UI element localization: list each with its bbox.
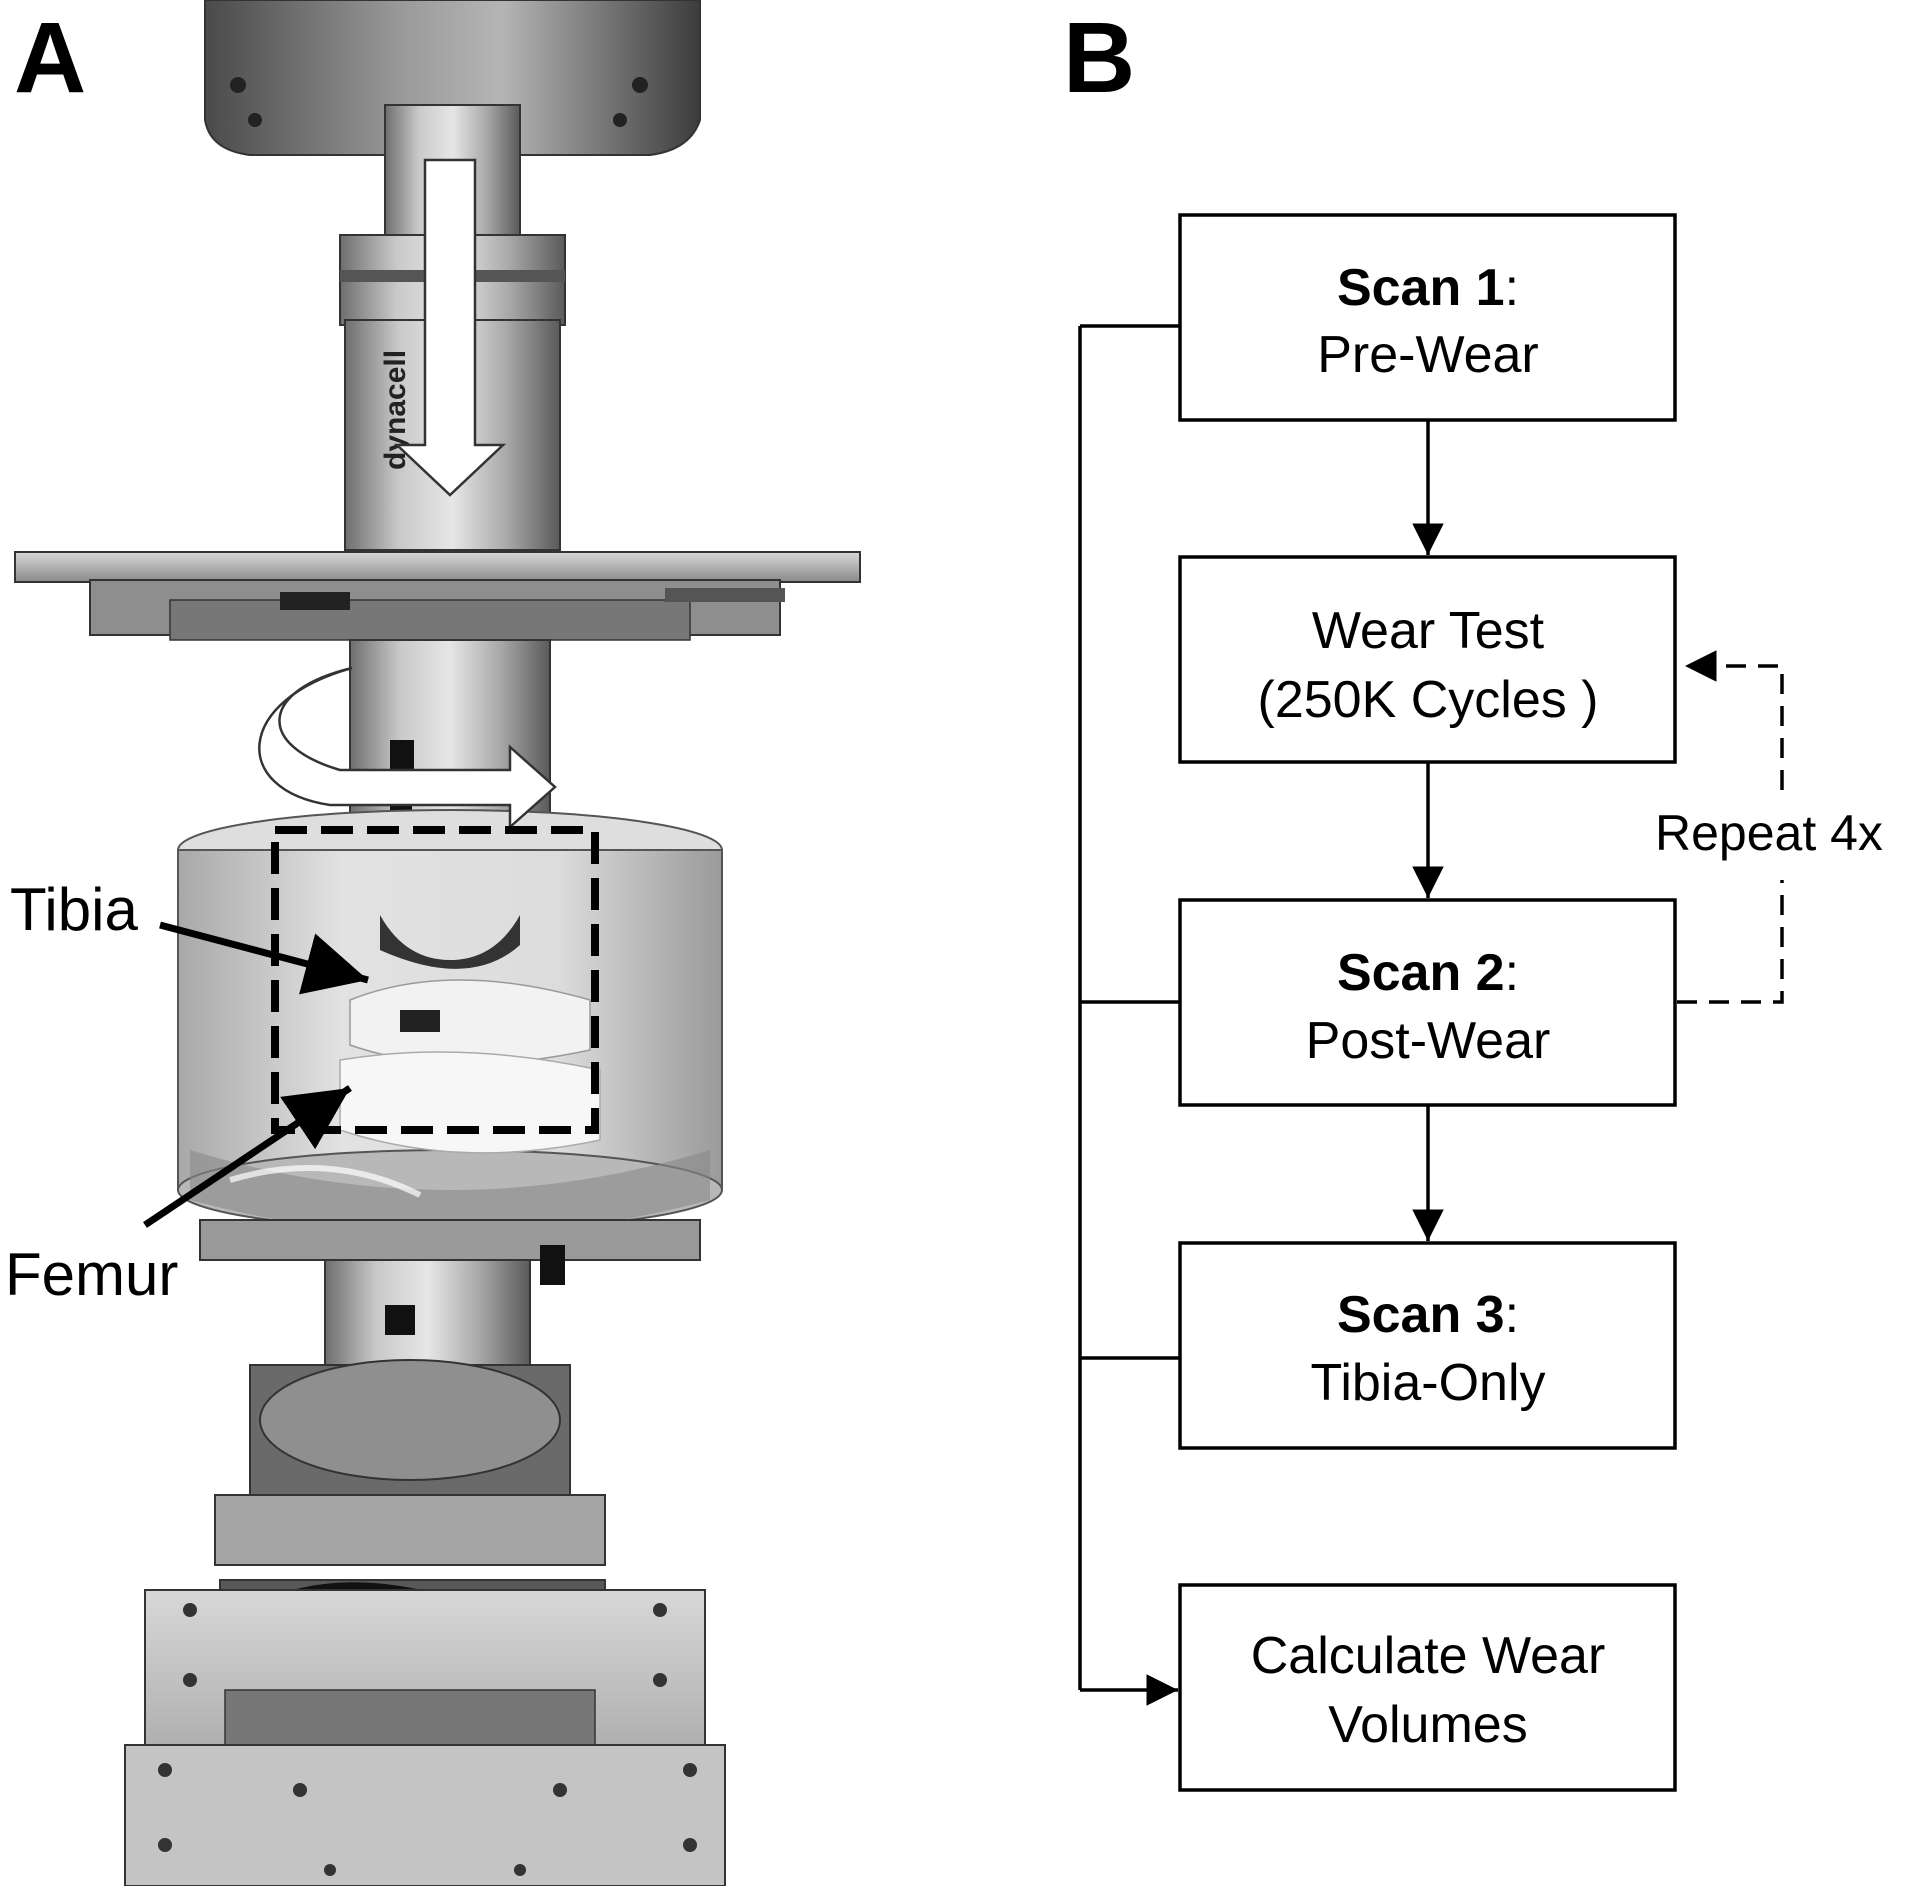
calculate-wear-volumes: Volumes <box>1328 1696 1527 1754</box>
tibia-pointer-arrow <box>159 921 369 995</box>
panel-a: A dynacell <box>5 0 861 1886</box>
femur-label: Femur <box>5 1241 178 1308</box>
flow-step-scan-1: Scan 1: Pre-Wear <box>1178 213 1677 422</box>
panel-b-letter: B <box>1063 2 1135 114</box>
flow-step-calculate-wear: Calculate Wear Volumes <box>1178 1583 1677 1792</box>
repeat-label: Repeat 4x <box>1655 805 1883 861</box>
region-of-interest-box <box>271 826 599 1134</box>
calculate-wear-title: Calculate Wear <box>1251 1627 1606 1685</box>
flow-step-scan-3: Scan 3: Tibia-Only <box>1178 1241 1677 1450</box>
repeat-loop: Repeat 4x <box>1655 650 1883 1004</box>
svg-text:Scan 1:: Scan 1: <box>1337 259 1519 317</box>
tibia-label: Tibia <box>10 876 138 943</box>
scan-1-title: Scan 1 <box>1337 259 1505 317</box>
femur-pointer-arrow <box>143 1085 352 1228</box>
flow-step-scan-2: Scan 2: Post-Wear <box>1178 898 1677 1107</box>
axial-load-arrow-icon <box>393 158 507 497</box>
panel-a-letter: A <box>14 2 86 114</box>
wear-test-cycles: (250K Cycles ) <box>1258 671 1599 729</box>
data-collector-line <box>1078 324 1180 1706</box>
flow-step-wear-test: Wear Test (250K Cycles ) <box>1178 555 1677 764</box>
svg-text:Scan 2:: Scan 2: <box>1337 944 1519 1002</box>
scan-2-title: Scan 2 <box>1337 944 1505 1002</box>
panel-b: B Scan 1: Pre-Wear Wear Test (250K Cycle… <box>1063 2 1883 1792</box>
scan-3-subtitle: Tibia-Only <box>1310 1354 1545 1412</box>
scan-1-subtitle: Pre-Wear <box>1317 326 1539 384</box>
scan-2-subtitle: Post-Wear <box>1306 1012 1551 1070</box>
wear-test-title: Wear Test <box>1312 602 1545 660</box>
scan-3-title: Scan 3 <box>1337 1286 1505 1344</box>
svg-text:Scan 3:: Scan 3: <box>1337 1286 1519 1344</box>
